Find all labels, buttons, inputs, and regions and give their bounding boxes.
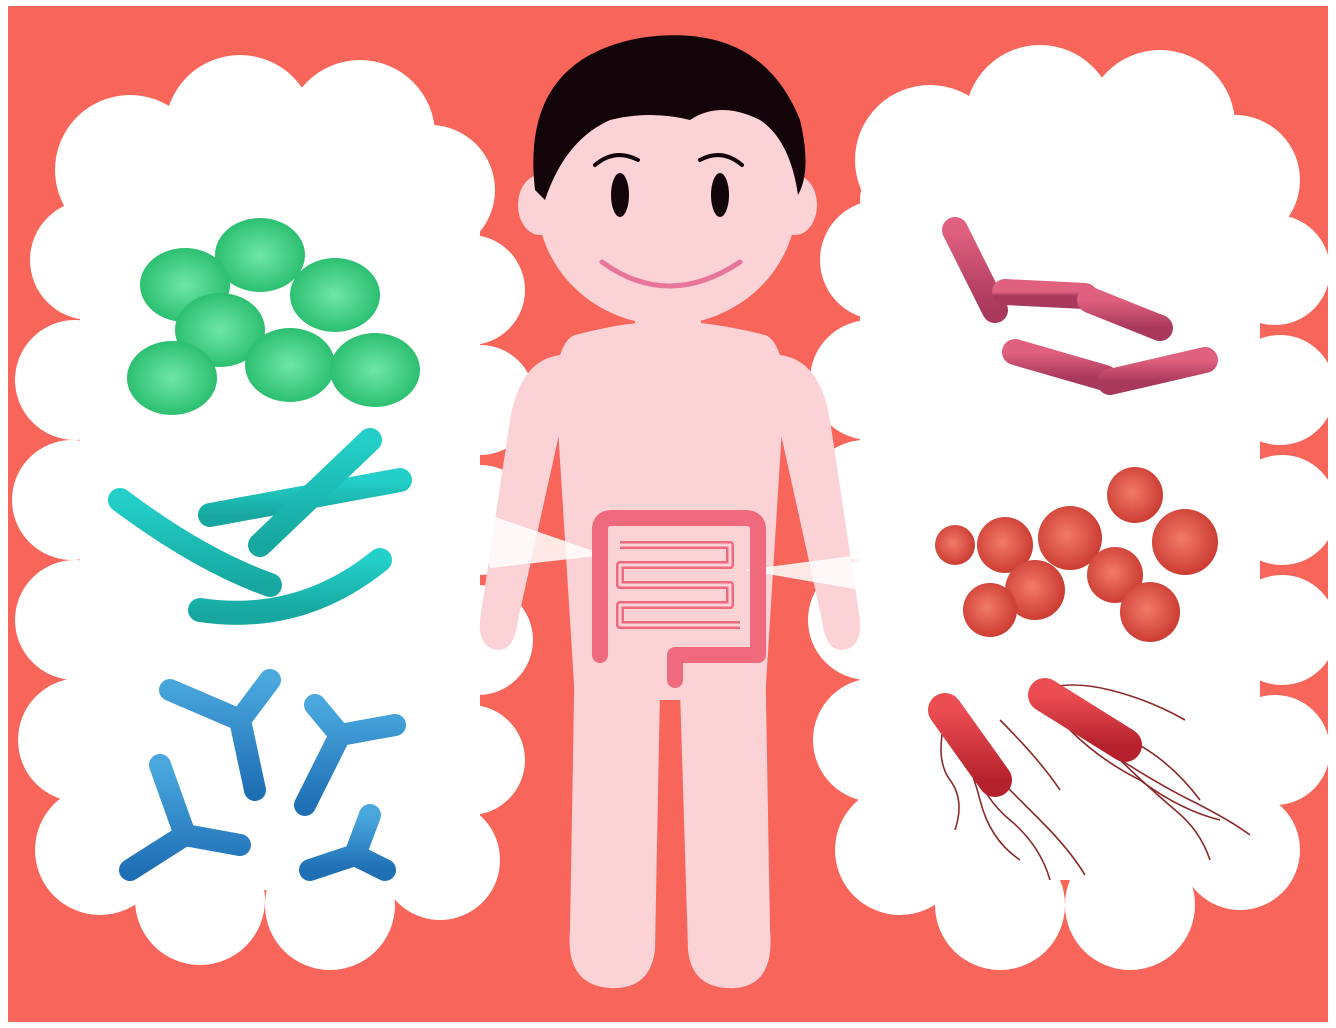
right-eye xyxy=(711,173,729,217)
left-eye xyxy=(611,173,629,217)
